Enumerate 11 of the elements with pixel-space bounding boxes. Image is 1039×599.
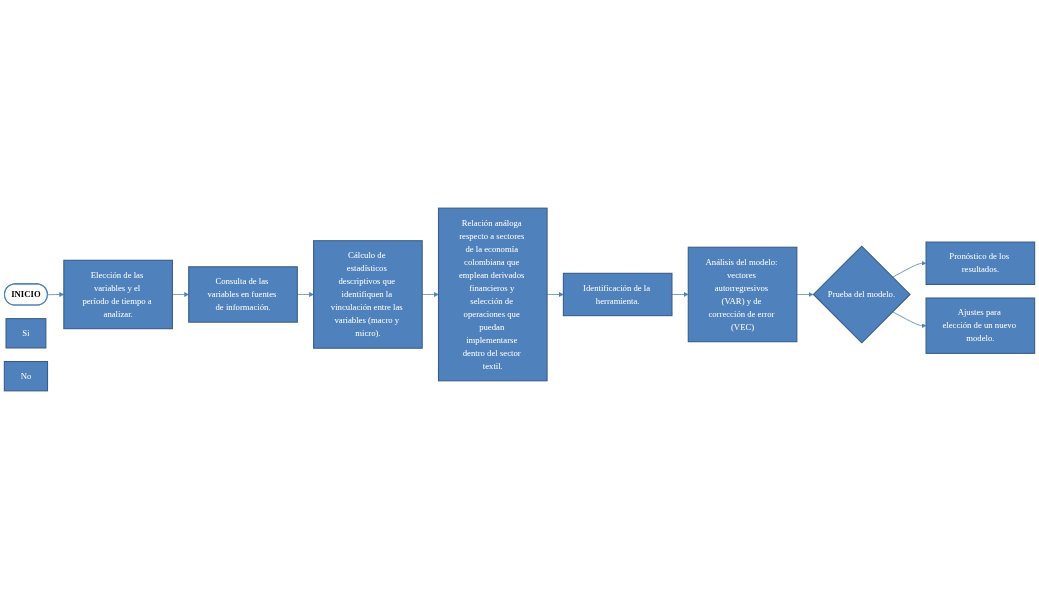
node-box: Si xyxy=(5,318,47,349)
node-box: Consulta de las variables en fuentes de información. xyxy=(188,266,298,323)
node-box: Ajustes para elección de un nuevo modelo. xyxy=(925,297,1036,354)
node-box: Identificación de la herramienta. xyxy=(562,272,673,317)
node-box: No xyxy=(3,361,49,392)
node-box: Elección de las variables y el período de tiempo a analizar. xyxy=(63,259,173,330)
node-box: Pronóstico de los resultados. xyxy=(925,241,1036,285)
node-box: Cálculo de estadísticos descriptivos que identifiquen la vinculación entre las variables (macro y micro). xyxy=(313,240,423,349)
node-box: Análisis del modelo: vectores autorregresivos (VAR) y de corrección de error (VEC) xyxy=(687,246,798,343)
node-diamond: Prueba del modelo. xyxy=(812,245,911,344)
node-box: Relación análoga respecto a sectores de la economía colombiana que emplean derivados financieros y selección de operaciones que puedan implementarse dentro del sector textil. xyxy=(437,207,548,382)
